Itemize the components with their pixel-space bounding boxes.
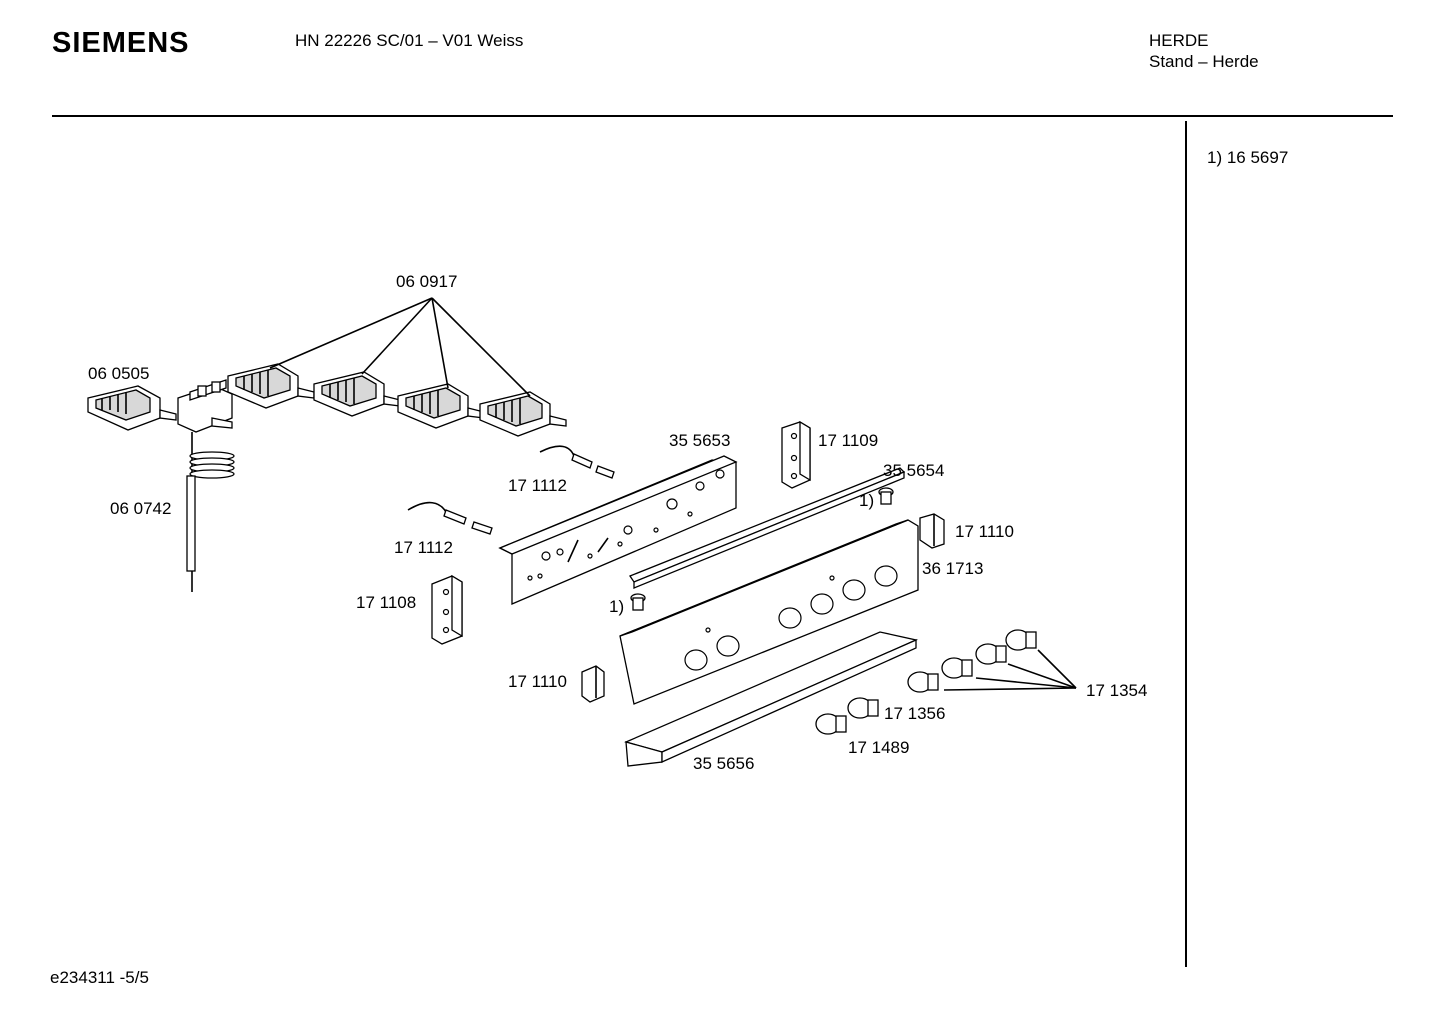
label-switch-group: 06 0917 [396, 272, 457, 291]
category-title: HERDE [1149, 31, 1209, 50]
leader-line [431, 297, 531, 397]
label-knob-small: 17 1356 [884, 704, 945, 723]
brand-logo: SIEMENS [52, 27, 190, 59]
inner-panel [498, 455, 738, 605]
label-bracket-left: 17 1108 [356, 593, 416, 612]
label-knob-large: 17 1489 [848, 738, 909, 757]
leader-line [975, 677, 1077, 689]
label-wire-top: 17 1112 [508, 476, 567, 495]
label-thermostat: 06 0742 [110, 499, 171, 518]
label-knobs-group: 17 1354 [1086, 681, 1147, 700]
header-divider [52, 115, 1393, 117]
label-bracket-right: 17 1109 [818, 431, 878, 450]
knob-1354-b [941, 657, 973, 679]
knob-1354-a [907, 671, 939, 693]
label-wire-bottom: 17 1112 [394, 538, 453, 557]
label-control-panel: 36 1713 [922, 559, 983, 578]
rotary-switch-3 [397, 383, 485, 429]
leader-line [1007, 663, 1077, 689]
leader-line [361, 297, 433, 375]
leader-line [431, 297, 449, 389]
label-screw-left-mark: 1) [609, 597, 624, 616]
control-panel [619, 519, 919, 705]
rotary-switch-1 [227, 363, 315, 409]
knob-1354-d [1005, 629, 1037, 651]
rotary-switch-single [87, 385, 177, 431]
trim-strip-top [629, 467, 906, 589]
wire-connector-bottom [407, 501, 493, 535]
label-clip-left: 17 1110 [508, 672, 567, 691]
label-trim-top: 35 5654 [883, 461, 944, 480]
knob-1489 [815, 713, 847, 735]
model-title: HN 22226 SC/01 – V01 Weiss [295, 31, 524, 50]
label-inner-panel: 35 5653 [669, 431, 730, 450]
label-single-switch: 06 0505 [88, 364, 149, 383]
label-clip-right: 17 1110 [955, 522, 1014, 541]
trim-strip-bottom [624, 631, 919, 767]
footnote-1: 1) 16 5697 [1207, 148, 1289, 167]
screw-left [630, 593, 646, 611]
rotary-switch-2 [313, 371, 401, 417]
leader-line [1037, 649, 1077, 689]
label-trim-bottom: 35 5656 [693, 754, 754, 773]
rotary-switch-4 [479, 391, 567, 437]
notes-divider [1185, 121, 1187, 967]
label-screw-top-mark: 1) [859, 491, 874, 510]
clip-right [919, 513, 945, 549]
knob-1356 [847, 697, 879, 719]
screw-top [878, 487, 894, 505]
leader-line [943, 687, 1077, 691]
bracket-right [781, 420, 811, 489]
wire-connector-top [539, 445, 615, 479]
bracket-left [431, 574, 463, 645]
clip-left [581, 665, 605, 703]
page-reference: e234311 -5/5 [50, 968, 149, 987]
thermostat-body [177, 379, 235, 592]
leader-line [269, 297, 433, 369]
knob-1354-c [975, 643, 1007, 665]
subcategory-title: Stand – Herde [1149, 52, 1259, 71]
